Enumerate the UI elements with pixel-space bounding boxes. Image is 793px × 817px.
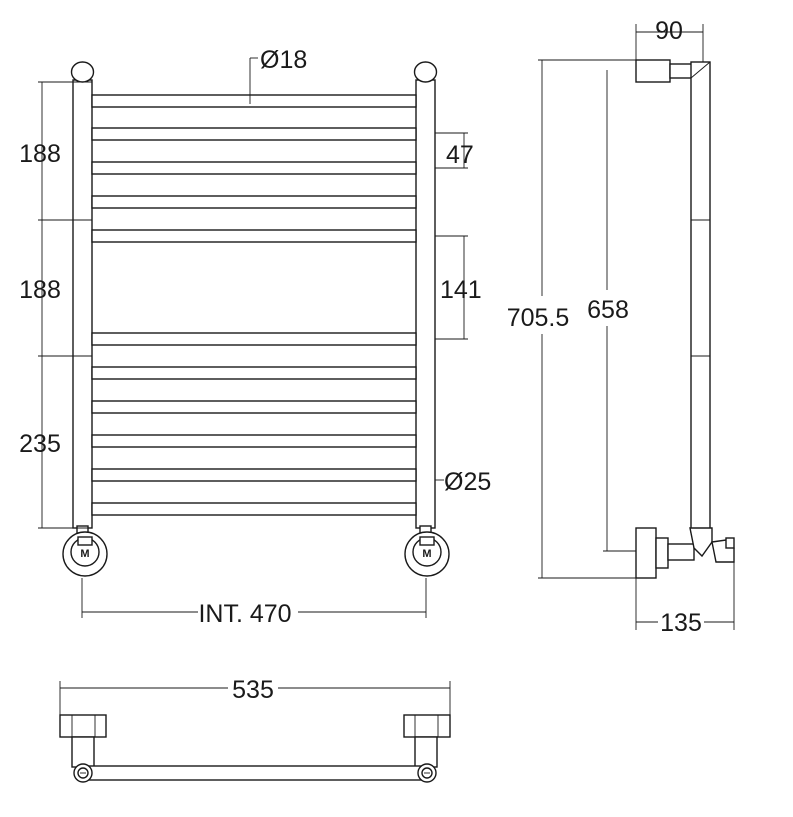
total-width-dimension: 535 [59, 676, 451, 737]
dim-bar-diameter: Ø18 [260, 46, 307, 74]
dim-gap: 141 [440, 276, 482, 304]
dim-rail-diameter: Ø25 [444, 468, 491, 496]
valve-mark: M [80, 548, 89, 560]
bar-spacing-dimension: 47 [435, 132, 474, 169]
right-collector [415, 79, 436, 529]
left-collector [72, 79, 93, 529]
dim-interaxis: INT. 470 [198, 600, 291, 628]
bar [91, 502, 417, 516]
bar [91, 195, 417, 209]
side-rail [690, 61, 711, 533]
interaxis-dimension: INT. 470 [81, 578, 427, 628]
left-valve: M [62, 525, 108, 577]
dim-wall-offset: 90 [655, 17, 683, 45]
dim-height-bottom: 235 [19, 430, 61, 458]
bar [91, 127, 417, 141]
valve-mark: M [422, 548, 431, 560]
left-top-bracket [59, 714, 107, 738]
bar [91, 468, 417, 482]
bar-diameter-leader: Ø18 [249, 46, 307, 104]
gap-dimension: 141 [435, 235, 482, 340]
bar [91, 332, 417, 346]
left-top-cap [70, 61, 95, 83]
front-view: M M 188 188 235 Ø18 [19, 46, 491, 628]
top-view-rail [82, 765, 428, 781]
side-view: 90 705.5 658 135 [507, 17, 735, 637]
depth-dimension: 135 [635, 562, 735, 637]
dim-height-top: 188 [19, 140, 61, 168]
bar [91, 229, 417, 243]
left-height-dimensions: 188 188 235 [19, 81, 92, 529]
dim-total-width: 535 [232, 676, 274, 704]
dim-rail-height: 658 [587, 296, 629, 324]
horizontal-bars [91, 94, 417, 516]
dim-depth: 135 [660, 609, 702, 637]
top-wall-bracket [635, 59, 671, 83]
wall-offset-dimension: 90 [635, 17, 704, 62]
bar [91, 366, 417, 380]
right-top-bracket [403, 714, 451, 738]
bar [91, 94, 417, 108]
dim-bar-spacing: 47 [446, 141, 474, 169]
rail-diameter-leader: Ø25 [435, 468, 491, 496]
bar [91, 434, 417, 448]
dim-total-height: 705.5 [507, 304, 570, 332]
side-valve-assembly [635, 527, 735, 579]
dim-height-middle: 188 [19, 276, 61, 304]
right-top-cap [413, 61, 438, 83]
right-valve: M [404, 525, 450, 577]
bar [91, 400, 417, 414]
total-height-dimension: 705.5 [507, 59, 636, 579]
bar [91, 161, 417, 175]
top-view: 535 [59, 676, 451, 783]
rail-height-dimension: 658 [587, 70, 636, 552]
